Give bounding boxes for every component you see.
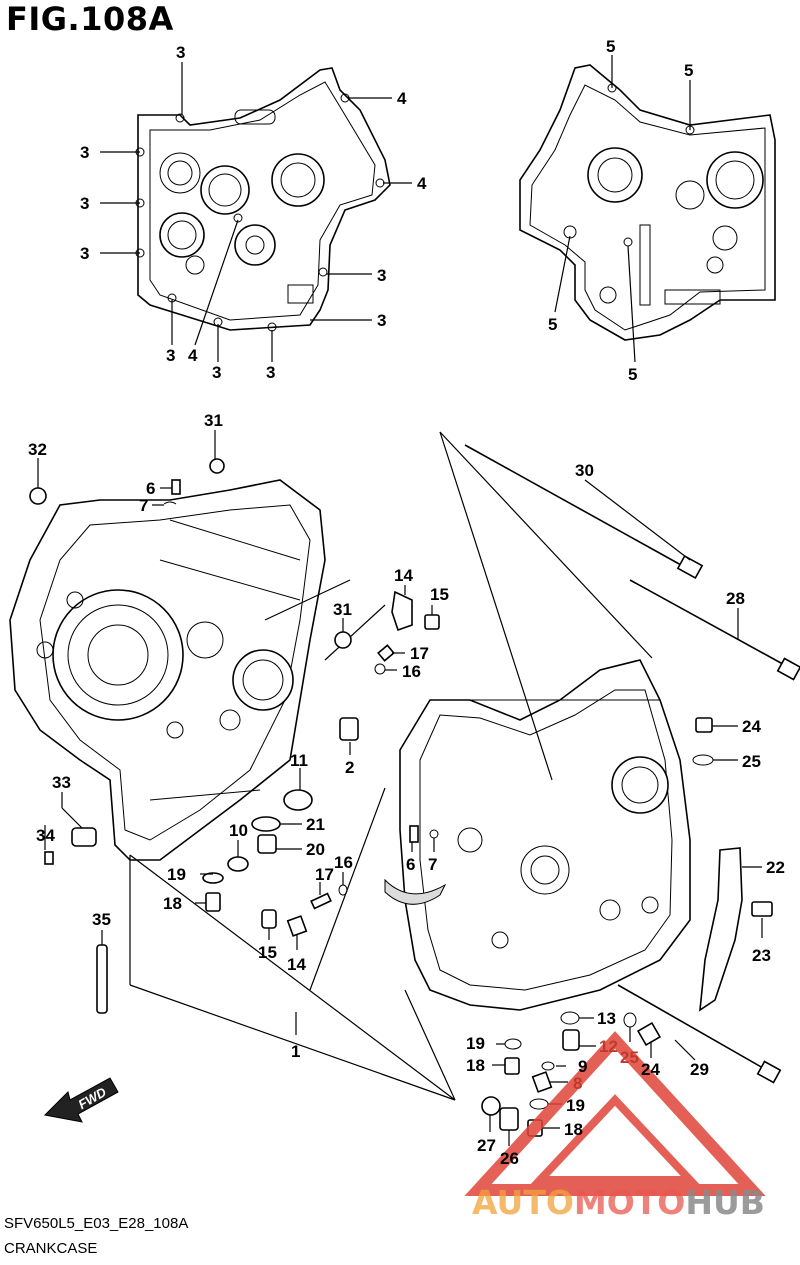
callout-5: 5 xyxy=(548,315,557,334)
small-parts xyxy=(29,458,773,1137)
callout-15: 15 xyxy=(430,585,449,604)
crankcase-right-3d xyxy=(384,659,691,1011)
figure-title: FIG.108A xyxy=(6,0,174,38)
watermark-auto: AUTO xyxy=(472,1183,574,1222)
callout-27: 27 xyxy=(477,1136,496,1155)
callout-3: 3 xyxy=(377,266,386,285)
watermark-hub: HUB xyxy=(685,1183,765,1222)
callout-8: 8 xyxy=(573,1074,582,1093)
guide-lines xyxy=(129,431,653,1101)
callout-25: 25 xyxy=(742,752,761,771)
figure-caption: CRANKCASE xyxy=(4,1240,98,1257)
callout-18: 18 xyxy=(564,1120,583,1139)
callout-17: 17 xyxy=(315,865,334,884)
callout-3: 3 xyxy=(80,143,89,162)
callout-19: 19 xyxy=(167,865,186,884)
crankcase-left-3d xyxy=(9,479,326,861)
callout-5: 5 xyxy=(628,365,637,384)
callout-24: 24 xyxy=(742,717,761,736)
callout-4: 4 xyxy=(397,89,407,108)
callout-31: 31 xyxy=(333,600,352,619)
callout-22: 22 xyxy=(766,858,785,877)
watermark-moto: MOTO xyxy=(574,1183,685,1222)
leaders-top-left xyxy=(100,62,412,362)
callout-11: 11 xyxy=(290,751,308,770)
callout-5: 5 xyxy=(684,61,693,80)
stud-bolts xyxy=(464,444,800,1084)
callout-34: 34 xyxy=(36,826,55,845)
watermark-logo xyxy=(464,1031,766,1196)
callout-9: 9 xyxy=(578,1057,587,1076)
callout-4: 4 xyxy=(188,346,198,365)
watermark-text: AUTOMOTOHUB xyxy=(472,1183,765,1222)
callout-30: 30 xyxy=(575,461,594,480)
callout-2: 2 xyxy=(345,758,354,777)
callout-18: 18 xyxy=(163,894,182,913)
callout-10: 10 xyxy=(229,821,248,840)
callout-3: 3 xyxy=(176,43,185,62)
callout-16: 16 xyxy=(334,853,353,872)
crankcase-left-half-top-view xyxy=(135,67,391,332)
callout-19: 19 xyxy=(466,1034,485,1053)
leaders-middle xyxy=(37,430,763,1035)
callout-6: 6 xyxy=(406,855,415,874)
callout-14: 14 xyxy=(287,955,306,974)
callout-16: 16 xyxy=(402,662,421,681)
callout-labels: 3 4 3 3 4 3 3 3 3 4 3 3 5 5 5 5 31 32 6 … xyxy=(28,37,785,1168)
callout-12: 12 xyxy=(599,1037,618,1056)
callout-18: 18 xyxy=(466,1056,485,1075)
model-code: SFV650L5_E03_E28_108A xyxy=(4,1215,189,1232)
callout-14: 14 xyxy=(394,566,413,585)
callout-25: 25 xyxy=(620,1048,639,1067)
callout-15: 15 xyxy=(258,943,277,962)
callout-13: 13 xyxy=(597,1009,616,1028)
callout-4: 4 xyxy=(417,174,427,193)
callout-3: 3 xyxy=(80,194,89,213)
leaders-top-right xyxy=(554,55,691,363)
callout-7: 7 xyxy=(139,496,148,515)
callout-3: 3 xyxy=(266,363,275,382)
fwd-arrow: FWD xyxy=(43,1077,119,1123)
callout-23: 23 xyxy=(752,946,771,965)
callout-29: 29 xyxy=(690,1060,709,1079)
callout-19: 19 xyxy=(566,1096,585,1115)
callout-3: 3 xyxy=(80,244,89,263)
callout-24: 24 xyxy=(641,1060,660,1079)
callout-28: 28 xyxy=(726,589,745,608)
callout-21: 21 xyxy=(306,815,325,834)
callout-32: 32 xyxy=(28,440,47,459)
callout-3: 3 xyxy=(166,346,175,365)
callout-6: 6 xyxy=(146,479,155,498)
callout-7: 7 xyxy=(428,855,437,874)
callout-1: 1 xyxy=(291,1042,300,1061)
callout-5: 5 xyxy=(606,37,615,56)
callout-31: 31 xyxy=(204,411,223,430)
callout-33: 33 xyxy=(52,773,71,792)
callout-3: 3 xyxy=(212,363,221,382)
crankcase-right-half-top-view xyxy=(519,64,776,341)
callout-3: 3 xyxy=(377,311,386,330)
callout-20: 20 xyxy=(306,840,325,859)
callout-35: 35 xyxy=(92,910,111,929)
callout-17: 17 xyxy=(410,644,429,663)
callout-26: 26 xyxy=(500,1149,519,1168)
